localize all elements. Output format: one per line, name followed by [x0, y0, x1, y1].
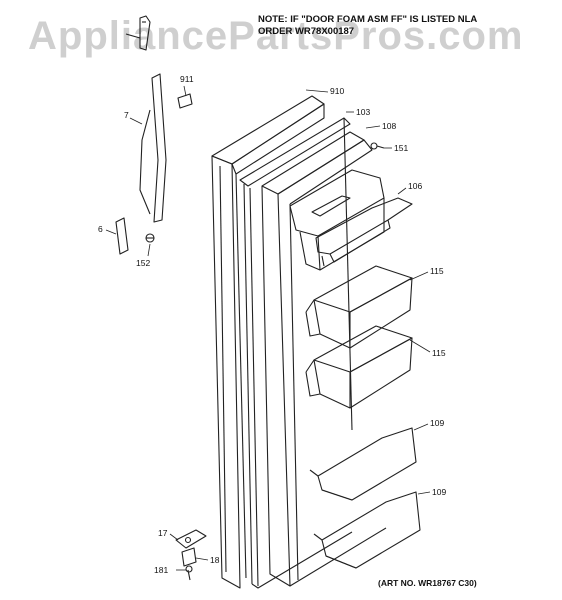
callout-115-upper: 115	[430, 266, 444, 276]
callout-106: 106	[408, 181, 422, 191]
top-hinge-part	[125, 15, 151, 51]
handle-insert	[115, 217, 129, 255]
door-gasket	[239, 117, 353, 589]
small-bin-upper	[309, 427, 417, 501]
screw-181	[185, 565, 193, 581]
top-compartment	[289, 169, 385, 271]
door-outer-panel	[211, 95, 325, 589]
callout-18: 18	[210, 555, 220, 565]
leader-lines	[105, 85, 431, 571]
note-line-1: NOTE: IF "DOOR FOAM ASM FF" IS LISTED NL…	[258, 14, 478, 25]
door-bin-upper	[305, 265, 413, 349]
door-bin-lower	[305, 325, 413, 409]
callout-7: 7	[124, 110, 129, 120]
callout-910: 910	[330, 86, 344, 96]
callout-108: 108	[382, 121, 396, 131]
hinge-bushing	[181, 547, 197, 567]
callout-109-lower: 109	[432, 487, 446, 497]
plug-911	[177, 93, 193, 109]
callout-115-lower: 115	[432, 348, 446, 358]
screw-152	[145, 233, 155, 243]
callout-911: 911	[180, 74, 194, 84]
art-number: (ART NO. WR18767 C30)	[378, 578, 477, 588]
callout-109-upper: 109	[430, 418, 444, 428]
callout-103: 103	[356, 107, 370, 117]
note-line-2: ORDER WR78X00187	[258, 26, 355, 37]
dairy-door	[315, 197, 413, 267]
callout-181: 181	[154, 565, 168, 575]
callout-151: 151	[394, 143, 408, 153]
door-handle	[139, 73, 167, 223]
note-text: NOTE: IF "DOOR FOAM ASM FF" IS LISTED NL…	[258, 14, 548, 38]
bottom-hinge	[175, 529, 207, 549]
callout-17: 17	[158, 528, 168, 538]
callout-152: 152	[136, 258, 150, 268]
door-liner	[261, 131, 387, 587]
small-bin-lower	[313, 491, 421, 569]
watermark: AppliancePartsPros.com	[28, 14, 524, 58]
screw-151	[370, 142, 385, 150]
callout-6: 6	[98, 224, 103, 234]
